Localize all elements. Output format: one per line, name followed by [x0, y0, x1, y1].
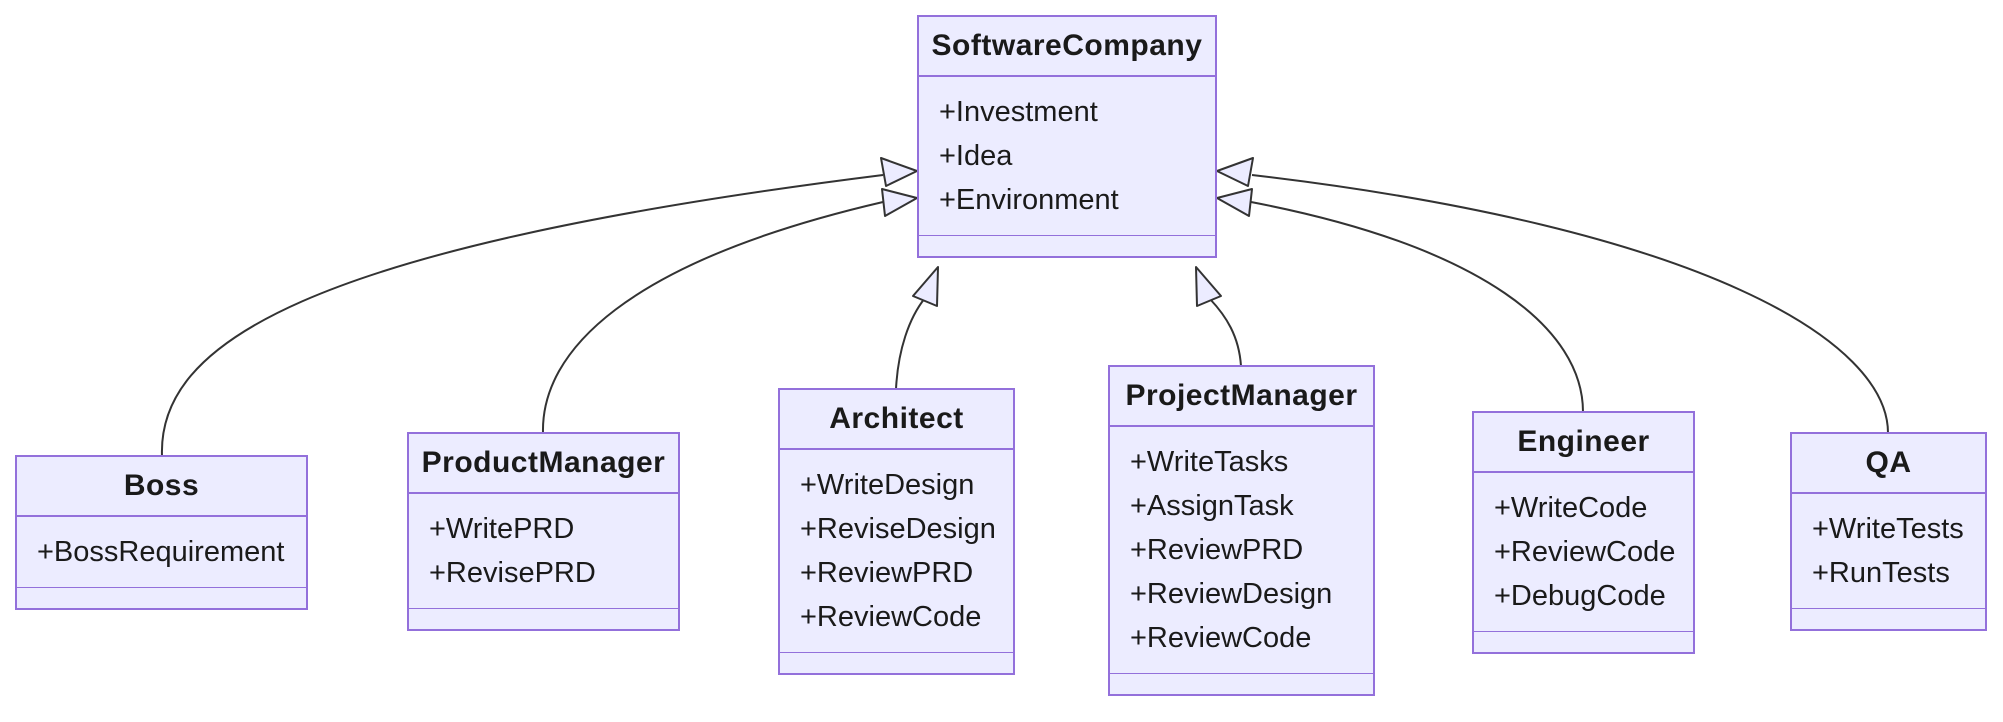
class-attributes-section: +WriteDesign +ReviseDesign +ReviewPRD +Revi…	[780, 450, 1013, 652]
edge-Engineer-to-SoftwareCompany	[1250, 201, 1584, 413]
class-attribute: +AssignTask	[1130, 490, 1294, 522]
class-node-Engineer: Engineer +WriteCode +ReviewCode +DebugCode	[1472, 411, 1695, 654]
class-attribute: +Investment	[939, 96, 1098, 128]
class-attribute: +RunTests	[1812, 557, 1950, 589]
class-methods-section	[1474, 631, 1693, 652]
class-attribute: +BossRequirement	[37, 536, 285, 568]
class-methods-section	[1110, 673, 1373, 694]
class-name-label: ProductManager	[409, 434, 678, 494]
class-attributes-section: +WriteTasks +AssignTask +ReviewPRD +ReviewD…	[1110, 427, 1373, 673]
class-attribute: +ReviseDesign	[800, 513, 996, 545]
class-node-ProjectManager: ProjectManager +WriteTasks +AssignTask +Rev…	[1108, 365, 1375, 696]
class-attributes-section: +BossRequirement	[17, 517, 306, 587]
class-node-Architect: Architect +WriteDesign +ReviseDesign +Revie…	[778, 388, 1015, 675]
class-attribute: +WriteTests	[1812, 513, 1964, 545]
inheritance-arrowhead-ProjectManager	[1195, 266, 1222, 307]
class-attribute: +DebugCode	[1494, 580, 1666, 612]
class-attribute: +WriteDesign	[800, 469, 975, 501]
edge-Architect-to-SoftwareCompany	[895, 297, 926, 390]
class-attribute: +ReviewCode	[800, 601, 982, 633]
class-attribute: +ReviewPRD	[1130, 534, 1304, 566]
class-attribute: +Idea	[939, 140, 1013, 172]
inheritance-arrowhead-ProductManager	[881, 188, 918, 217]
class-methods-section	[409, 608, 678, 629]
edge-QA-to-SoftwareCompany	[1251, 174, 1889, 434]
class-attribute: +Environment	[939, 184, 1119, 216]
class-attribute: +ReviewCode	[1494, 536, 1676, 568]
class-attribute: +RevisePRD	[429, 557, 596, 589]
inheritance-arrowhead-Architect	[912, 266, 939, 307]
class-node-SoftwareCompany: SoftwareCompany +Investment +Idea +Environm…	[917, 15, 1217, 258]
class-attribute: +WriteCode	[1494, 492, 1648, 524]
class-name-label: SoftwareCompany	[919, 17, 1215, 77]
class-attributes-section: +WritePRD +RevisePRD	[409, 494, 678, 608]
class-name-label: Engineer	[1474, 413, 1693, 473]
class-methods-section	[919, 235, 1215, 256]
class-attribute: +WriteTasks	[1130, 446, 1289, 478]
class-node-QA: QA +WriteTests +RunTests	[1790, 432, 1987, 631]
class-attribute: +ReviewCode	[1130, 622, 1312, 654]
class-node-Boss: Boss +BossRequirement	[15, 455, 308, 610]
inheritance-arrowhead-QA	[1216, 157, 1254, 187]
inheritance-arrowhead-Engineer	[1216, 188, 1253, 217]
edge-ProductManager-to-SoftwareCompany	[541, 201, 884, 434]
class-name-label: Architect	[780, 390, 1013, 450]
class-attribute: +ReviewDesign	[1130, 578, 1333, 610]
class-attribute: +ReviewPRD	[800, 557, 974, 589]
class-name-label: Boss	[17, 457, 306, 517]
class-attributes-section: +Investment +Idea +Environment	[919, 77, 1215, 235]
class-attributes-section: +WriteCode +ReviewCode +DebugCode	[1474, 473, 1693, 631]
class-methods-section	[780, 652, 1013, 673]
class-attribute: +WritePRD	[429, 513, 575, 545]
edge-ProjectManager-to-SoftwareCompany	[1209, 298, 1242, 367]
class-name-label: QA	[1792, 434, 1985, 494]
class-methods-section	[1792, 608, 1985, 629]
class-methods-section	[17, 587, 306, 608]
class-attributes-section: +WriteTests +RunTests	[1792, 494, 1985, 608]
inheritance-arrowhead-Boss	[880, 157, 918, 187]
class-name-label: ProjectManager	[1110, 367, 1373, 427]
edge-Boss-to-SoftwareCompany	[160, 174, 884, 457]
class-node-ProductManager: ProductManager +WritePRD +RevisePRD	[407, 432, 680, 631]
